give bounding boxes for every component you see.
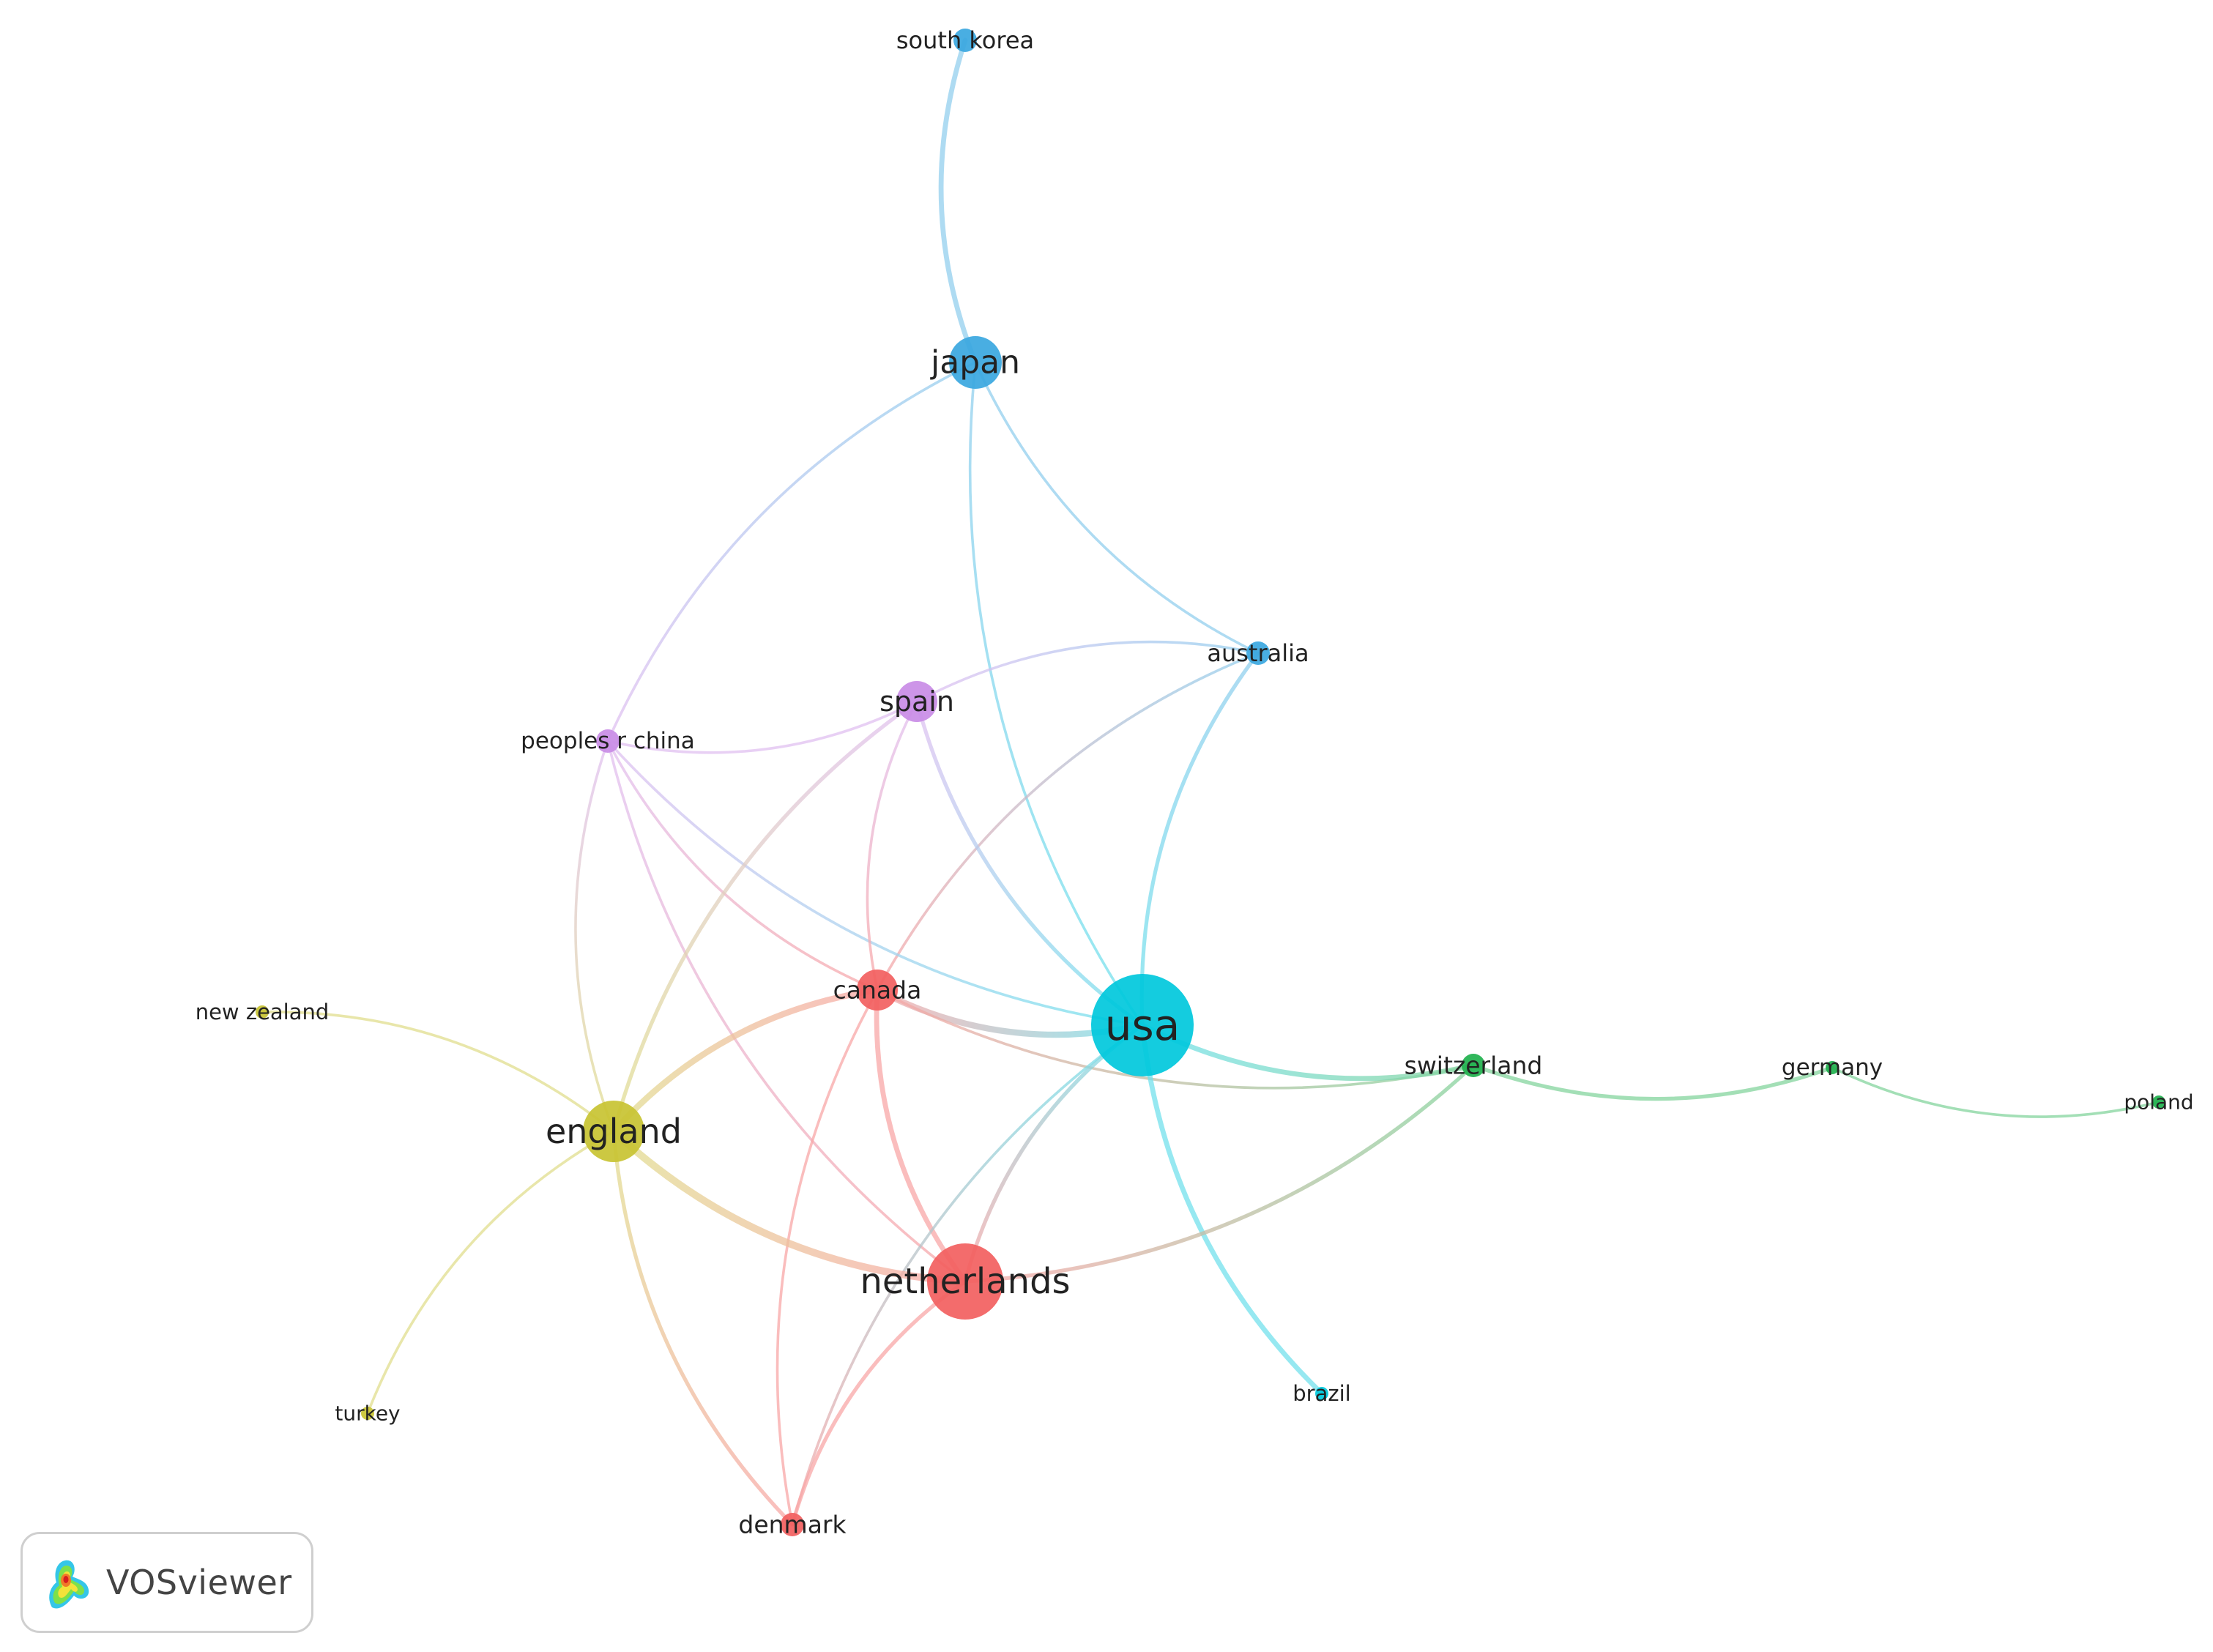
link-peoples-r-china-canada bbox=[606, 740, 879, 991]
link-england-denmark bbox=[611, 1129, 795, 1527]
link-australia-usa bbox=[1139, 651, 1260, 1027]
link-canada-switzerland bbox=[876, 989, 1475, 1090]
node-denmark[interactable] bbox=[781, 1513, 804, 1536]
node-england[interactable] bbox=[583, 1101, 644, 1162]
link-netherlands-denmark bbox=[790, 1279, 967, 1527]
node-peoples-r-china[interactable] bbox=[596, 729, 620, 753]
node-label-new-zealand: new zealand bbox=[196, 1000, 330, 1024]
link-japan-peoples-r-china bbox=[606, 361, 977, 743]
link-canada-england bbox=[610, 986, 881, 1135]
link-spain-canada bbox=[866, 700, 918, 991]
node-label-denmark: denmark bbox=[738, 1511, 847, 1539]
node-turkey[interactable] bbox=[361, 1407, 374, 1420]
node-label-south-korea: south korea bbox=[896, 26, 1034, 54]
link-netherlands-switzerland bbox=[963, 1063, 1476, 1284]
node-label-turkey: turkey bbox=[335, 1402, 400, 1426]
link-peoples-r-china-england bbox=[574, 740, 615, 1133]
vosviewer-logo-text: VOSviewer bbox=[106, 1563, 292, 1602]
node-new-zealand[interactable] bbox=[256, 1005, 269, 1019]
node-netherlands[interactable] bbox=[927, 1243, 1003, 1320]
link-switzerland-germany bbox=[1471, 1063, 1834, 1101]
node-label-spain: spain bbox=[879, 685, 954, 718]
node-label-japan: japan bbox=[930, 344, 1020, 382]
link-peoples-r-china-usa bbox=[606, 740, 1144, 1027]
link-peoples-r-china-netherlands bbox=[606, 740, 967, 1283]
node-japan[interactable] bbox=[949, 336, 1002, 389]
link-canada-denmark bbox=[776, 989, 879, 1526]
link-spain-usa bbox=[915, 699, 1145, 1027]
node-label-switzerland: switzerland bbox=[1405, 1052, 1543, 1080]
node-label-canada: canada bbox=[833, 976, 922, 1005]
node-canada[interactable] bbox=[857, 970, 898, 1011]
node-poland[interactable] bbox=[2152, 1095, 2165, 1109]
link-japan-australia bbox=[974, 361, 1260, 655]
link-usa-brazil bbox=[1139, 1022, 1325, 1396]
link-spain-england bbox=[611, 699, 919, 1134]
links-layer bbox=[261, 37, 2160, 1527]
link-australia-spain bbox=[915, 640, 1260, 703]
node-label-australia: australia bbox=[1207, 639, 1309, 667]
node-label-poland: poland bbox=[2124, 1090, 2193, 1115]
vosviewer-density-icon bbox=[49, 1560, 89, 1609]
node-australia[interactable] bbox=[1246, 641, 1270, 665]
link-england-new-zealand bbox=[261, 1011, 615, 1133]
node-south-korea[interactable] bbox=[953, 29, 977, 52]
node-label-usa: usa bbox=[1105, 1000, 1180, 1050]
link-japan-usa bbox=[968, 361, 1144, 1027]
node-label-england: england bbox=[546, 1112, 682, 1151]
node-switzerland[interactable] bbox=[1462, 1054, 1485, 1077]
link-england-turkey bbox=[366, 1130, 615, 1415]
link-peoples-r-china-spain bbox=[606, 700, 918, 754]
node-spain[interactable] bbox=[896, 681, 937, 722]
node-label-germany: germany bbox=[1782, 1054, 1883, 1081]
link-germany-poland bbox=[1831, 1066, 2160, 1118]
node-label-brazil: brazil bbox=[1293, 1381, 1350, 1406]
vosviewer-logo: VOSviewer bbox=[21, 1532, 313, 1633]
link-england-netherlands bbox=[610, 1128, 969, 1285]
node-brazil[interactable] bbox=[1315, 1387, 1328, 1400]
node-label-peoples-r-china: peoples r china bbox=[521, 728, 695, 754]
node-label-netherlands: netherlands bbox=[860, 1261, 1070, 1302]
link-usa-denmark bbox=[791, 1024, 1144, 1526]
node-germany[interactable] bbox=[1826, 1061, 1839, 1074]
node-usa[interactable] bbox=[1091, 974, 1194, 1076]
labels-layer: usa netherlands england japan spain canada sou… bbox=[196, 26, 2194, 1539]
link-australia-canada bbox=[876, 652, 1260, 991]
link-canada-netherlands bbox=[874, 987, 968, 1284]
nodes-layer bbox=[256, 29, 2165, 1536]
link-south-korea-japan bbox=[938, 37, 978, 365]
